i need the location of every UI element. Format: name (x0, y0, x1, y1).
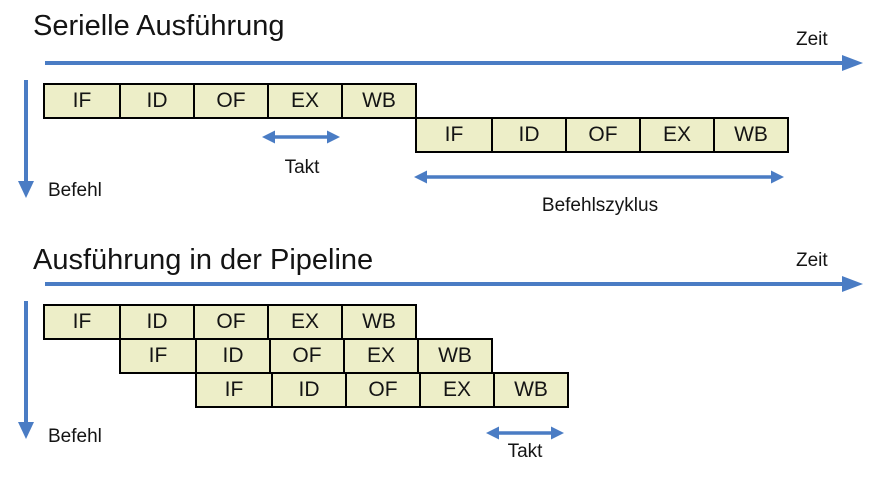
instruction-1-stage-row: IF ID OF EX WB (43, 304, 417, 340)
time-axis-label: Zeit (796, 250, 828, 271)
stage-cell: EX (267, 306, 341, 338)
instruction-axis-label: Befehl (48, 426, 102, 447)
stage-cell: OF (269, 340, 343, 372)
instruction-3-stage-row: IF ID OF EX WB (195, 372, 569, 408)
time-axis-right-arrow-icon (45, 55, 863, 71)
stage-cell: EX (639, 119, 713, 151)
section-title-serial: Serielle Ausführung (33, 10, 285, 42)
stage-cell: ID (195, 340, 269, 372)
stage-cell: ID (119, 85, 193, 117)
stage-cell: IF (224, 378, 244, 401)
stage-cell: WB (493, 374, 567, 406)
stage-cell: OF (565, 119, 639, 151)
clock-span-double-arrow-icon (262, 130, 340, 144)
stage-cell: EX (343, 340, 417, 372)
instruction-axis-down-arrow-icon (18, 301, 34, 439)
instruction-2-stage-row: IF ID OF EX WB (119, 338, 493, 374)
stage-cell: IF (148, 344, 168, 367)
clock-label: Takt (284, 157, 320, 178)
instruction-1-stage-row: IF ID OF EX WB (43, 83, 417, 119)
time-axis-label: Zeit (796, 29, 828, 50)
stage-cell: ID (119, 306, 193, 338)
instruction-2-stage-row: IF ID OF EX WB (415, 117, 789, 153)
stage-cell: WB (341, 306, 415, 338)
instruction-cycle-label: Befehlszyklus (541, 195, 659, 216)
clock-label: Takt (507, 441, 543, 462)
section-title-pipeline: Ausführung in der Pipeline (33, 244, 374, 276)
stage-cell: IF (444, 123, 464, 146)
stage-cell: OF (193, 306, 267, 338)
clock-span-double-arrow-icon (486, 426, 564, 440)
stage-cell: OF (193, 85, 267, 117)
stage-cell: WB (341, 85, 415, 117)
stage-cell: OF (345, 374, 419, 406)
time-axis-right-arrow-icon (45, 276, 863, 292)
instruction-axis-down-arrow-icon (18, 80, 34, 198)
stage-cell: EX (267, 85, 341, 117)
stage-cell: ID (491, 119, 565, 151)
stage-cell: WB (417, 340, 491, 372)
stage-cell: WB (713, 119, 787, 151)
stage-cell: IF (72, 89, 92, 112)
stage-cell: IF (72, 310, 92, 333)
stage-cell: ID (271, 374, 345, 406)
instruction-cycle-double-arrow-icon (414, 170, 784, 184)
instruction-axis-label: Befehl (48, 180, 102, 201)
stage-cell: EX (419, 374, 493, 406)
